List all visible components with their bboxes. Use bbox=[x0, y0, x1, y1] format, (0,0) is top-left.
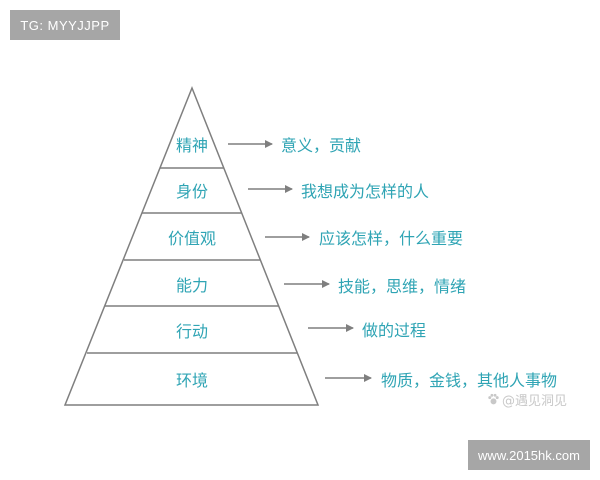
paw-icon bbox=[488, 393, 499, 405]
pyramid-level-label-ability: 能力 bbox=[175, 276, 209, 295]
pyramid-level-label-identity: 身份 bbox=[175, 182, 209, 201]
watermark: @遇见洞见 bbox=[487, 390, 567, 409]
header-tag-badge: TG: MYYJJPP bbox=[10, 10, 120, 40]
pyramid-level-desc-spirit: 意义，贡献 bbox=[281, 136, 362, 155]
pyramid-level-desc-values: 应该怎样，什么重要 bbox=[319, 229, 464, 248]
pyramid-level-label-values: 价值观 bbox=[167, 229, 217, 248]
pyramid-level-desc-environment: 物质，金钱，其他人事物 bbox=[381, 371, 558, 390]
pyramid-level-label-spirit: 精神 bbox=[175, 136, 209, 155]
footer-site-text: www.2015hk.com bbox=[478, 447, 580, 463]
pyramid-level-label-environment: 环境 bbox=[175, 371, 209, 390]
pyramid-level-label-action: 行动 bbox=[175, 322, 209, 341]
pyramid-level-desc-action: 做的过程 bbox=[362, 321, 427, 340]
pyramid-level-desc-ability: 技能，思维，情绪 bbox=[338, 277, 467, 296]
pyramid-level-desc-identity: 我想成为怎样的人 bbox=[301, 182, 430, 201]
watermark-text: @遇见洞见 bbox=[502, 394, 568, 409]
pyramid-outline bbox=[63, 85, 320, 406]
header-tag-text: TG: MYYJJPP bbox=[20, 17, 110, 33]
footer-site-badge: www.2015hk.com bbox=[468, 440, 590, 470]
